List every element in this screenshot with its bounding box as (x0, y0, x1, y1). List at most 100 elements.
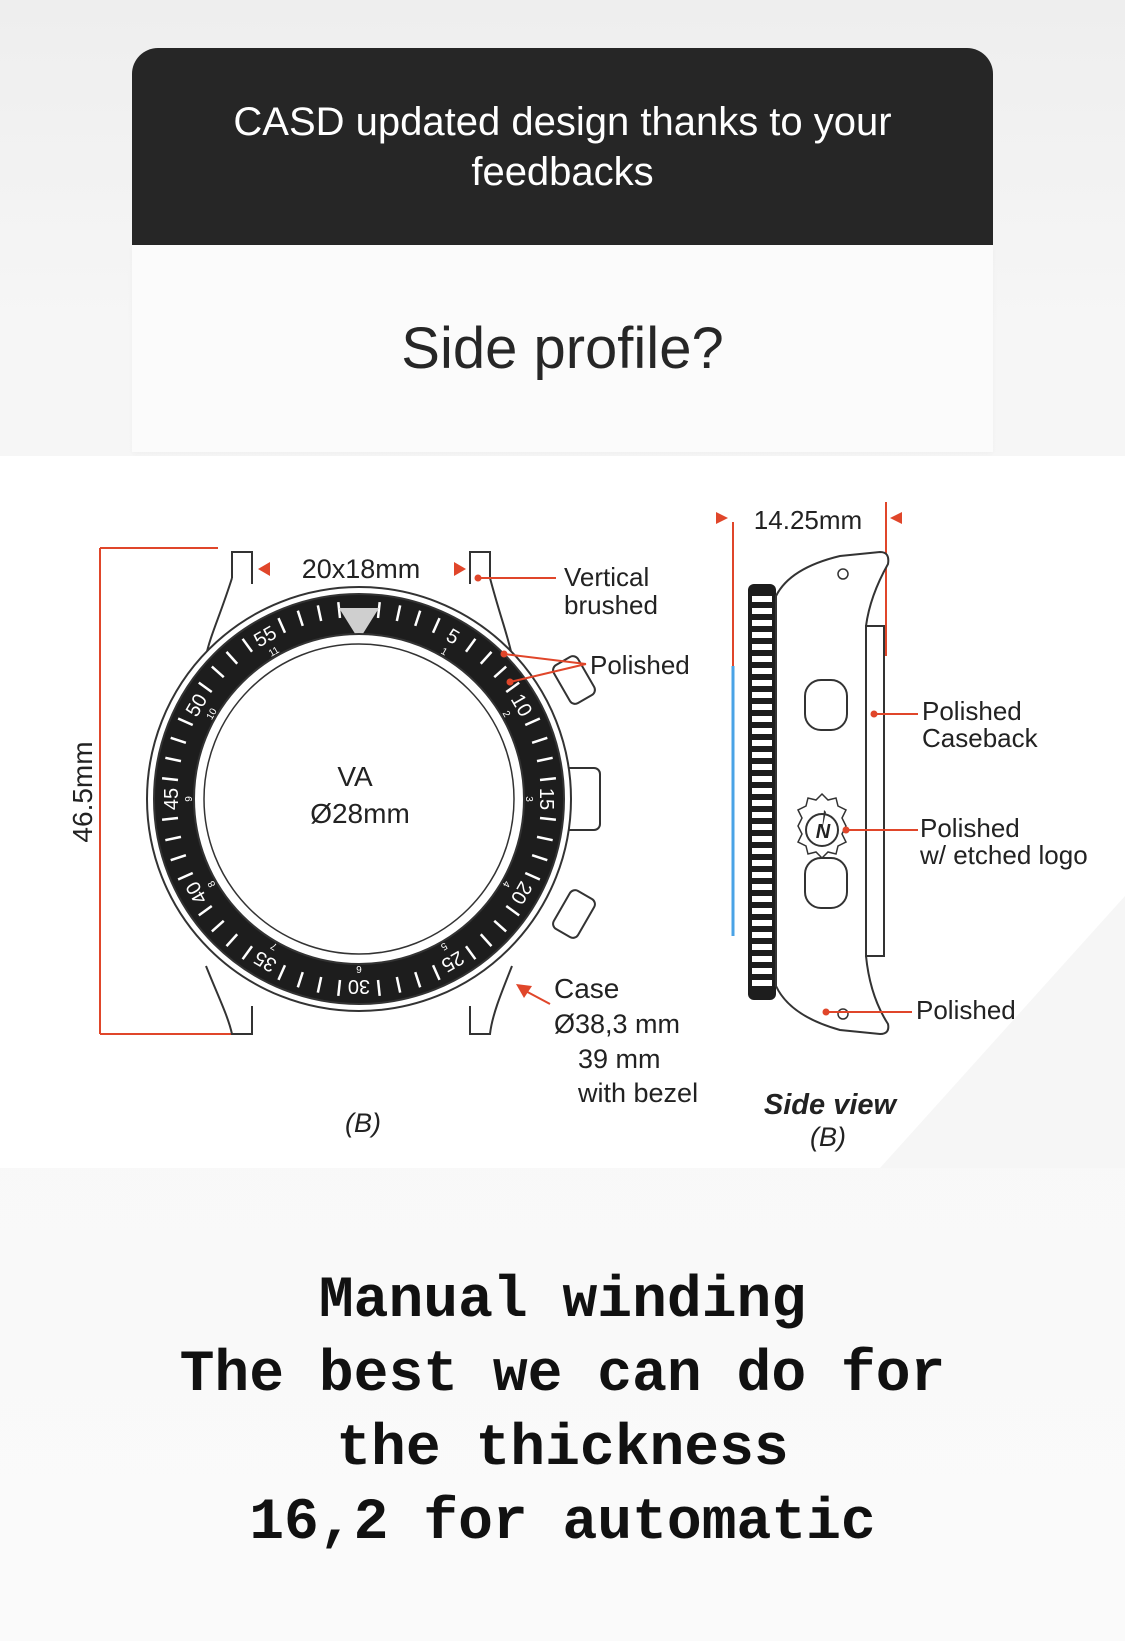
bezel-side-tooth (752, 632, 772, 638)
label-polished-logo-2: w/ etched logo (919, 840, 1088, 870)
bezel-small-number: 2 (500, 709, 513, 720)
bezel-triangle-marker (339, 608, 379, 640)
bezel-tick (464, 945, 477, 960)
bezel-tick (531, 854, 548, 862)
bezel-side-tooth (752, 800, 772, 806)
bezel-side-tooth (752, 752, 772, 758)
bezel-tick (539, 777, 557, 782)
bezel-tick (198, 681, 213, 694)
bezel-small-number: 5 (438, 940, 449, 953)
bezel-small-number: 9 (184, 796, 195, 802)
bezel-tick (505, 904, 520, 917)
bezel-tick (165, 835, 182, 842)
bezel-tick (225, 651, 239, 665)
bezel-number: 30 (348, 975, 370, 997)
label-case-4: with bezel (577, 1078, 698, 1108)
bezel-tick (170, 736, 187, 744)
bezel-tick (337, 601, 342, 619)
bezel-side-tooth (752, 860, 772, 866)
bezel-tick (296, 610, 304, 627)
bezel-tick (414, 610, 422, 627)
label-polished-caseback-2: Caseback (922, 723, 1039, 753)
caption-line-2: The best we can do for (179, 1343, 946, 1408)
bezel-tick (277, 617, 287, 634)
bezel-tick (161, 816, 179, 821)
bezel-side-tooth (752, 968, 772, 974)
bezel-side-tooth (752, 788, 772, 794)
bezel-side-tooth (752, 896, 772, 902)
bezel-tick (524, 717, 541, 727)
bezel-tick (225, 933, 239, 947)
bezel-side-tooth (752, 728, 772, 734)
height-dimension: 46.5mm (67, 547, 248, 1035)
label-case-2: Ø38,3 mm (554, 1009, 680, 1039)
label-vertical-brushed-2: brushed (564, 590, 658, 620)
bezel-tick (493, 919, 507, 933)
bezel-small-number: 3 (523, 796, 534, 802)
bezel-tick (170, 854, 187, 862)
bezel-tick (395, 605, 402, 622)
label-case-3: 39 mm (578, 1044, 661, 1074)
caption-line-1: Manual winding (318, 1269, 807, 1334)
thickness-dimension-label: 14.25mm (754, 505, 862, 535)
bezel-tick (241, 638, 254, 653)
bezel-tick (479, 933, 493, 947)
side-view: 14.25mm N Polished Caseback (716, 502, 1088, 1152)
bezel-tick (376, 979, 381, 997)
bezel-side-tooth (752, 716, 772, 722)
bezel-ticks (161, 601, 557, 997)
bezel-side-tooth (752, 644, 772, 650)
bezel-tick (479, 651, 493, 665)
height-dimension-label: 46.5mm (67, 741, 98, 842)
background-shape (880, 896, 1125, 1168)
bezel-side-teeth (752, 596, 772, 986)
bezel-tick (464, 638, 477, 653)
label-polished-caseback-1: Polished (922, 696, 1022, 726)
caption-line-3: the thickness (336, 1417, 789, 1482)
bezel-side-tooth (752, 920, 772, 926)
bezel-side-tooth (752, 740, 772, 746)
label-vertical-brushed-1: Vertical (564, 562, 649, 592)
bezel-small-number: 7 (269, 939, 280, 952)
story-caption: Manual winding The best we can do for th… (0, 1265, 1125, 1561)
bezel-number: 15 (535, 788, 557, 810)
dial-diameter: Ø28mm (310, 798, 410, 829)
bezel-side-tooth (752, 872, 772, 878)
side-view-caption: Side view (764, 1089, 899, 1121)
bezel-tick (431, 617, 441, 634)
label-polished-top: Polished (590, 650, 690, 680)
bezel-tick (524, 871, 541, 881)
bezel-tick (198, 904, 213, 917)
lug-dimension: 20x18mm (258, 554, 466, 584)
bezel-tick (296, 971, 304, 988)
bezel-tick (316, 605, 323, 622)
bezel-tick (536, 835, 553, 842)
bezel-tick (161, 777, 179, 782)
dial-label: VA (337, 761, 373, 792)
caption-line-4: 16,2 for automatic (249, 1491, 876, 1556)
question-header: CASD updated design thanks to your feedb… (132, 48, 993, 245)
bezel-tick (493, 665, 507, 679)
bezel-side-tooth (752, 956, 772, 962)
bezel-side-tooth (752, 836, 772, 842)
question-sticker[interactable]: CASD updated design thanks to your feedb… (132, 48, 993, 452)
front-view-caption: (B) (345, 1108, 381, 1138)
bezel-tick (337, 979, 342, 997)
bezel-side-tooth (752, 608, 772, 614)
bezel-side-tooth (752, 776, 772, 782)
bezel-tick (177, 717, 194, 727)
bezel-small-number: 4 (499, 879, 512, 890)
question-text-box[interactable]: Side profile? (132, 245, 993, 452)
bezel-tick (316, 976, 323, 993)
bezel-tick (165, 756, 182, 763)
bezel-tick (539, 816, 557, 821)
bezel-tick (211, 919, 225, 933)
bezel-side-tooth (752, 704, 772, 710)
bezel-number: 45 (161, 788, 183, 810)
bezel-tick (376, 601, 381, 619)
bezel-side-tooth (752, 680, 772, 686)
front-callouts (478, 577, 587, 1005)
bezel-side-tooth (752, 848, 772, 854)
